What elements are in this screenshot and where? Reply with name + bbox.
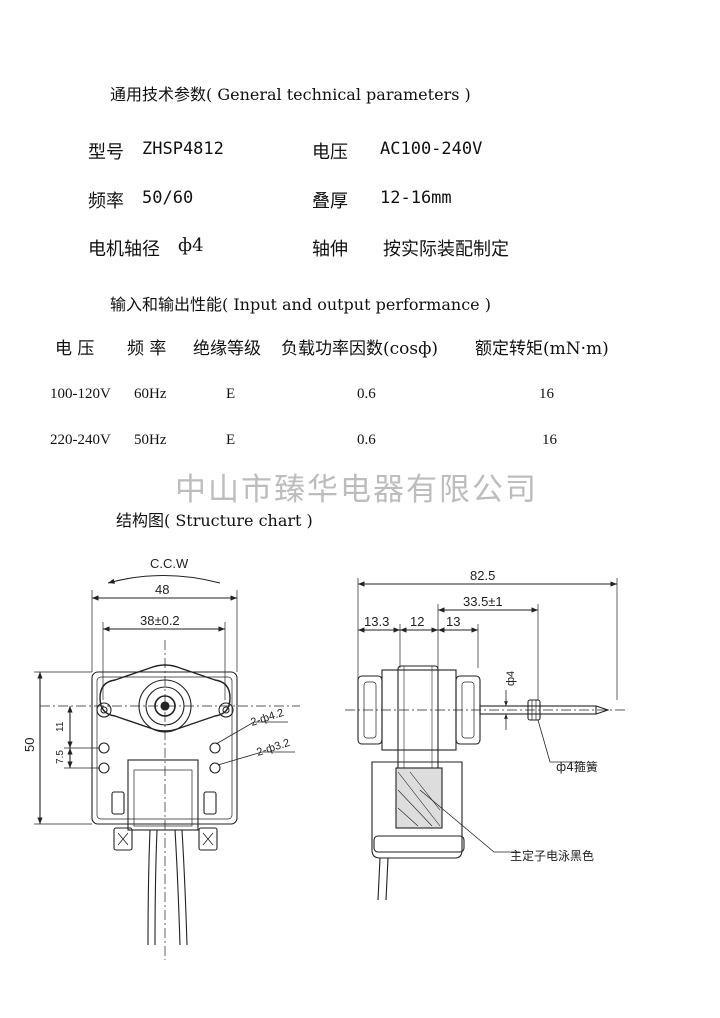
width-dim: 48	[155, 582, 169, 597]
voltage-label: 电压	[312, 142, 348, 163]
side-view	[345, 578, 625, 901]
structure-heading: 结构图( Structure chart )	[116, 511, 313, 530]
freq-value: 50/60	[142, 188, 194, 208]
height-dim: 50	[22, 738, 37, 752]
general-heading: 通用技术参数( General technical parameters )	[110, 85, 471, 104]
hole-spacing-dim: 38±0.2	[140, 613, 180, 628]
cell-power-factor: 0.6	[357, 386, 376, 402]
shaft-dia-label: 电机轴径	[88, 239, 160, 260]
hole-b-label: 2-ф3.2	[255, 737, 291, 759]
hole-a-label: 2-ф4.2	[249, 707, 285, 729]
spring-note: ф4箍簧	[556, 759, 598, 774]
cell-torque: 16	[539, 386, 554, 402]
stack-value: 12-16mm	[380, 188, 452, 208]
cell-frequency: 60Hz	[134, 386, 167, 402]
shaft-ext-value: 按实际装配制定	[383, 239, 509, 260]
rotation-label: C.C.W	[150, 556, 189, 571]
structure-drawing: C.C.W 48 38±0.2 50 11 7.5 2-ф4.2 2-ф3.2	[22, 556, 625, 960]
cell-voltage: 220-240V	[50, 432, 111, 448]
seg-a-dim: 13.3	[364, 614, 389, 629]
shaft-ext-label: 轴伸	[312, 239, 348, 260]
cell-insulation: E	[226, 432, 236, 448]
shaft-dia-dim: ф4	[505, 671, 517, 686]
model-value: ZHSP4812	[142, 139, 224, 159]
cell-frequency: 50Hz	[134, 432, 167, 448]
cell-power-factor: 0.6	[357, 432, 376, 448]
cell-voltage: 100-120V	[50, 386, 111, 402]
dim-11: 11	[55, 721, 66, 732]
total-length-dim: 82.5	[470, 568, 495, 583]
stator-note: 主定子电泳黑色	[510, 848, 594, 863]
cell-insulation: E	[226, 386, 236, 402]
col-voltage: 电 压	[55, 339, 95, 359]
company-watermark: 中山市臻华电器有限公司	[175, 472, 538, 508]
col-torque: 额定转矩(mN·m)	[475, 339, 609, 359]
seg-c-dim: 13	[446, 614, 460, 629]
shaft-length-dim: 33.5±1	[463, 594, 503, 609]
front-view	[34, 575, 300, 960]
cell-torque: 16	[542, 432, 557, 448]
col-insulation: 绝缘等级	[193, 339, 261, 359]
dim-7-5: 7.5	[55, 750, 66, 764]
col-power-factor: 负载功率因数(cosф)	[281, 339, 439, 359]
col-frequency: 频 率	[127, 339, 167, 359]
freq-label: 频率	[88, 191, 124, 212]
stack-label: 叠厚	[312, 191, 348, 212]
model-label: 型号	[88, 142, 124, 163]
shaft-dia-value: ф4	[178, 235, 204, 256]
voltage-value: AC100-240V	[380, 139, 483, 159]
io-heading: 输入和输出性能( Input and output performance )	[110, 295, 491, 314]
seg-b-dim: 12	[410, 614, 424, 629]
